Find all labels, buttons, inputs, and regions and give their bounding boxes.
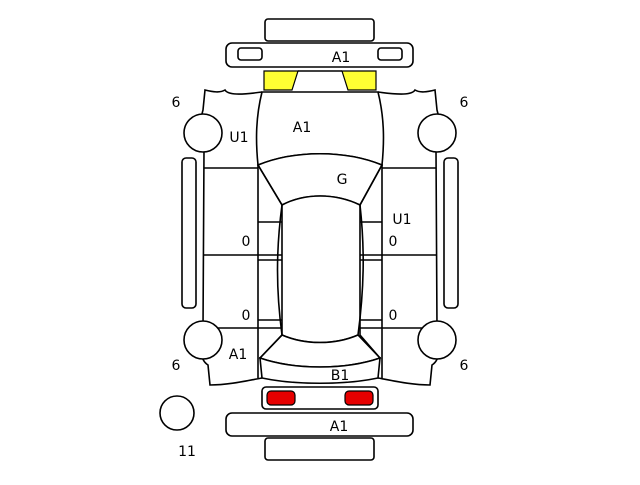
taillight-left[interactable]: [266, 390, 296, 406]
taillight-right[interactable]: [344, 390, 374, 406]
spare-tire-label: 11: [178, 444, 196, 460]
front-bumper[interactable]: [225, 42, 414, 68]
tire-front-right-label: 6: [460, 95, 469, 111]
rear-bumper-label: A1: [330, 419, 348, 435]
front-fog-lamp-right: [377, 47, 403, 61]
door-mark-rear-left: 0: [242, 308, 251, 324]
tire-front-left-label: 6: [172, 95, 181, 111]
headlight-left[interactable]: [263, 70, 299, 91]
front-plate: [264, 18, 375, 42]
headlight-right[interactable]: [341, 70, 377, 91]
rear-plate: [264, 437, 375, 461]
tire-rear-right[interactable]: [417, 320, 457, 360]
spare-tire[interactable]: [159, 395, 195, 431]
trunk-label: B1: [331, 368, 350, 384]
right-side-skirt[interactable]: [443, 157, 459, 309]
door-mark-front-right: 0: [389, 234, 398, 250]
left-rear-quarter-label: A1: [229, 347, 247, 363]
left-side-skirt[interactable]: [181, 157, 197, 309]
right-side-label: U1: [392, 212, 411, 228]
front-fog-lamp-left: [237, 47, 263, 61]
roof[interactable]: [276, 195, 364, 344]
rear-bumper[interactable]: [225, 412, 414, 437]
trunk-lid[interactable]: [259, 356, 381, 385]
front-bumper-label: A1: [332, 50, 350, 66]
door-mark-rear-right: 0: [389, 308, 398, 324]
door-mark-front-left: 0: [242, 234, 251, 250]
roof-label: G: [337, 172, 348, 188]
tire-front-left[interactable]: [183, 113, 223, 153]
left-front-fender-label: U1: [229, 130, 248, 146]
tire-rear-left[interactable]: [183, 320, 223, 360]
hood-label: A1: [293, 120, 311, 136]
right-side[interactable]: [359, 164, 436, 378]
tire-rear-right-label: 6: [460, 358, 469, 374]
tire-front-right[interactable]: [417, 113, 457, 153]
tire-rear-left-label: 6: [172, 358, 181, 374]
